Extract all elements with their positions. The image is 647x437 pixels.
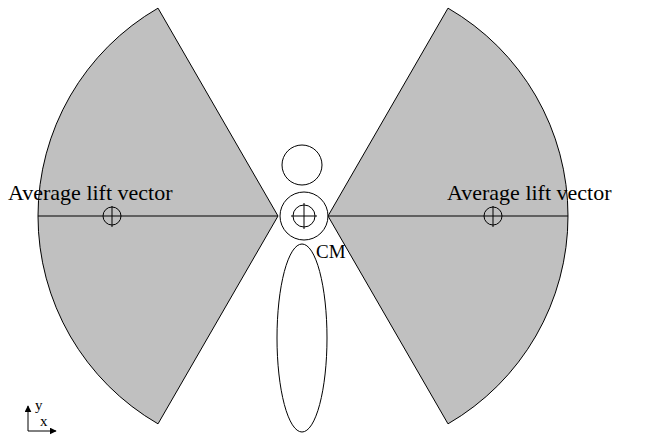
y-axis	[28, 406, 29, 431]
wing-label: Average lift vector	[447, 182, 612, 204]
axis-label: x	[40, 414, 48, 429]
axis-label: y	[35, 398, 43, 413]
thorax	[280, 192, 328, 240]
wing-label: Average lift vector	[8, 182, 173, 204]
wing-shape	[38, 8, 278, 426]
wing-axis	[38, 216, 278, 217]
lift-cross	[112, 206, 113, 227]
x-axis	[28, 431, 56, 432]
abdomen	[277, 244, 327, 432]
wing-sector	[38, 8, 278, 424]
cm-cross	[304, 203, 305, 229]
wing-sector	[328, 8, 568, 424]
head	[282, 145, 322, 185]
wing-axis	[328, 216, 568, 217]
cm-label: CM	[316, 242, 346, 261]
wing-shape	[328, 8, 568, 426]
wing: Average lift vector	[328, 8, 568, 426]
wing: Average lift vector	[38, 8, 278, 426]
lift-cross	[493, 206, 494, 227]
